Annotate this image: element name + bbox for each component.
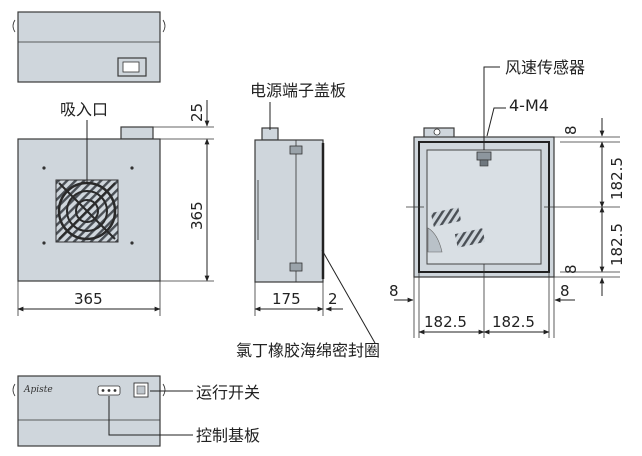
side-view-body (254, 139, 324, 283)
screw-label: 4-M4 (509, 96, 549, 115)
control-board-leader (108, 396, 193, 436)
fan-guard-icon (55, 179, 119, 243)
dim-side-depth: 175 (272, 290, 301, 308)
bottom-view: Apiste (12, 375, 166, 447)
front-horizontal-dim: 365 (17, 281, 161, 316)
dim-back-margin-bottom: 8 (562, 264, 580, 274)
wind-sensor-label: 风速传感器 (505, 58, 585, 77)
back-view (406, 127, 562, 284)
dim-top-protrusion: 25 (188, 103, 206, 122)
front-terminal-box (120, 126, 154, 140)
gasket-leader-side (321, 249, 376, 344)
dim-back-margin-top: 8 (562, 125, 580, 135)
dim-side-gasket: 2 (328, 290, 338, 308)
dim-front-height: 365 (188, 201, 206, 230)
control-board-label: 控制基板 (196, 426, 260, 445)
run-switch-label: 运行开关 (196, 383, 260, 402)
dim-back-margin-right: 8 (560, 282, 570, 300)
gasket-label: 氯丁橡胶海绵密封圈 (236, 341, 380, 360)
dim-back-half-height-upper: 182.5 (608, 157, 626, 200)
brand-logo: Apiste (23, 385, 53, 395)
wind-sensor-icon (476, 151, 492, 167)
dim-back-margin-left: 8 (389, 282, 399, 300)
side-dims: 175 2 (254, 282, 343, 316)
back-horizontal-dims: 8 8 182.5 182.5 (389, 272, 575, 338)
side-view (254, 127, 325, 283)
terminal-cover-label: 电源端子盖板 (250, 81, 346, 100)
back-vertical-dims: 8 182.5 182.5 8 (554, 118, 626, 296)
wind-sensor-leader (483, 66, 500, 150)
front-vertical-dims: 25 365 (153, 100, 214, 282)
screw-leader (486, 107, 506, 137)
dim-back-half-width-left: 182.5 (424, 313, 467, 331)
top-view (12, 11, 166, 83)
dim-back-half-height-lower: 182.5 (608, 223, 626, 266)
front-view (17, 126, 161, 282)
dim-front-width: 365 (74, 290, 103, 308)
dim-back-half-width-right: 182.5 (492, 313, 535, 331)
intake-label: 吸入口 (60, 100, 108, 119)
